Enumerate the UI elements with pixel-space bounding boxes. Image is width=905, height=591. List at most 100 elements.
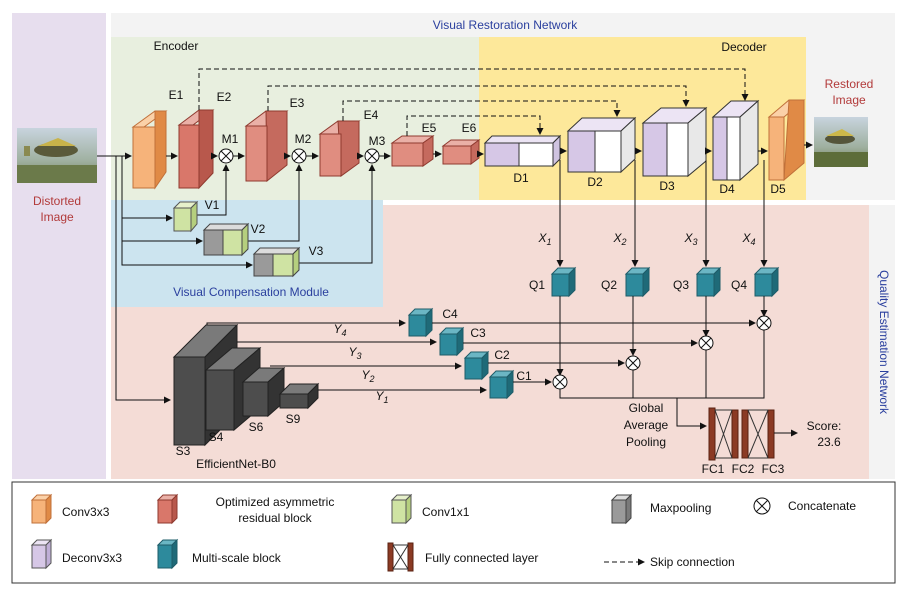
m2-concat-node xyxy=(291,148,307,164)
v3-label: V3 xyxy=(309,244,324,258)
v1-block xyxy=(172,200,199,233)
q2-label: Q2 xyxy=(601,278,617,292)
e1-label: E1 xyxy=(169,88,184,102)
vcm-connectors xyxy=(115,156,376,404)
e6-label: E6 xyxy=(462,121,477,135)
q4-label: Q4 xyxy=(731,278,747,292)
legend-skip-label: Skip connection xyxy=(650,555,735,569)
legend-fc-label: Fully connected layer xyxy=(425,551,538,565)
fc1-layer xyxy=(708,407,739,461)
q1-block xyxy=(550,266,577,298)
e1-block xyxy=(131,110,168,190)
score-label: Score: xyxy=(807,419,842,433)
fc-layers xyxy=(708,407,775,461)
restored-label-1: Restored xyxy=(825,77,874,91)
y2-label: Y2 xyxy=(361,368,374,384)
decoder-title: Decoder xyxy=(721,40,766,54)
d1-label: D1 xyxy=(513,171,529,185)
concat-node-2 xyxy=(625,355,641,371)
m2-label: M2 xyxy=(295,132,312,146)
s9-block xyxy=(278,382,320,410)
distorted-image xyxy=(17,128,97,183)
m3-concat-node xyxy=(364,148,380,164)
legend-conv3-label: Conv3x3 xyxy=(62,505,110,519)
v2-label: V2 xyxy=(251,222,266,236)
distorted-label-2: Image xyxy=(40,210,74,224)
s3-label: S3 xyxy=(176,444,191,458)
q3-block xyxy=(695,266,722,298)
m1-label: M1 xyxy=(222,132,239,146)
legend-concat-icon xyxy=(753,497,771,515)
fc1-label: FC1 xyxy=(702,462,725,476)
decoder-to-q-lines xyxy=(556,160,768,267)
v1-label: V1 xyxy=(205,198,220,212)
e4-block xyxy=(318,120,361,177)
legend-oarb-label-2: residual block xyxy=(238,511,312,525)
e5-block xyxy=(390,135,435,167)
restored-image xyxy=(814,117,868,167)
c4-block xyxy=(407,307,434,338)
s9-label: S9 xyxy=(286,412,301,426)
restored-label-2: Image xyxy=(832,93,866,107)
e2-block xyxy=(177,109,215,190)
legend-deconv-swatch xyxy=(30,538,53,570)
x1-label: X1 xyxy=(537,231,551,247)
c2-label: C2 xyxy=(494,348,510,362)
d4-block xyxy=(711,99,760,182)
legend-deconv-label: Deconv3x3 xyxy=(62,551,122,565)
m1-concat-node xyxy=(218,148,234,164)
backbone-name: EfficientNet-B0 xyxy=(196,457,276,471)
legend-oarb-swatch xyxy=(156,493,179,525)
x4-label: X4 xyxy=(741,231,755,247)
c4-label: C4 xyxy=(442,307,458,321)
d1-block xyxy=(483,134,562,168)
legend-maxpool-label: Maxpooling xyxy=(650,501,711,515)
encoder-region xyxy=(111,37,479,200)
y3-label: Y3 xyxy=(348,345,361,361)
e3-label: E3 xyxy=(290,96,305,110)
concat-node-4 xyxy=(756,315,772,331)
skip-connections xyxy=(198,68,749,136)
q-to-concat-lines xyxy=(556,296,768,376)
c2-block xyxy=(463,350,490,381)
e2-label: E2 xyxy=(217,90,232,104)
d4-label: D4 xyxy=(719,182,735,196)
gap-label-2: Average xyxy=(624,418,669,432)
legend-msb-swatch xyxy=(156,538,179,570)
q2-block xyxy=(624,266,651,298)
e6-block xyxy=(441,139,481,165)
m3-label: M3 xyxy=(369,134,386,148)
x2-label: X2 xyxy=(612,231,626,247)
legend-oarb-label-1: Optimized asymmetric xyxy=(216,495,335,509)
fc2-layer xyxy=(741,409,775,459)
q3-label: Q3 xyxy=(673,278,689,292)
input-side-panel xyxy=(12,13,106,479)
c1-label: C1 xyxy=(516,369,532,383)
vrn-title: Visual Restoration Network xyxy=(433,18,579,32)
y4-label: Y4 xyxy=(333,322,346,338)
e5-label: E5 xyxy=(422,121,437,135)
fc2-label: FC2 xyxy=(732,462,755,476)
q4-block xyxy=(753,266,780,298)
d5-label: D5 xyxy=(770,182,786,196)
s6-label: S6 xyxy=(249,420,264,434)
s6-block xyxy=(241,366,286,418)
qen-title: Quality Estimation Network xyxy=(877,270,891,415)
d2-block xyxy=(566,116,637,174)
legend-fc-icon xyxy=(387,542,414,572)
encoder-title: Encoder xyxy=(154,39,199,53)
backbone-to-c-lines xyxy=(206,319,487,394)
c3-block xyxy=(438,326,465,357)
legend-conv3-swatch xyxy=(30,493,53,525)
c1-block xyxy=(488,369,515,400)
legend-conv1-label: Conv1x1 xyxy=(422,505,470,519)
legend-msb-label: Multi-scale block xyxy=(192,551,282,565)
vcm-title: Visual Compensation Module xyxy=(173,285,329,299)
d5-block xyxy=(767,99,806,182)
legend-conv1-swatch xyxy=(390,493,413,525)
concat-node-1 xyxy=(552,374,568,390)
v2-block xyxy=(202,222,250,257)
score-value: 23.6 xyxy=(817,435,841,449)
fc3-label: FC3 xyxy=(762,462,785,476)
